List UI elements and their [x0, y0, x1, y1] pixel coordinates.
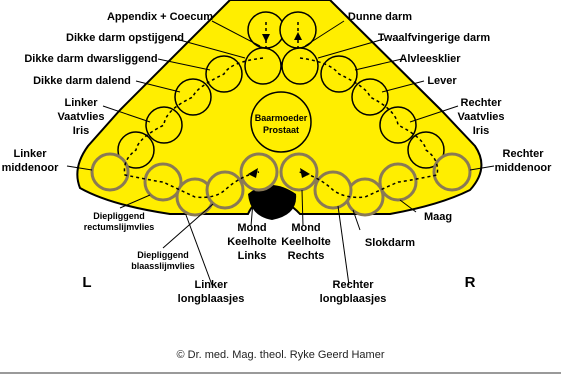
leader-lines: [66, 20, 495, 286]
svg-text:Iris: Iris: [73, 125, 90, 137]
svg-text:Iris: Iris: [473, 125, 490, 137]
label-r-middenoor: Rechter middenoor: [495, 148, 553, 174]
label-r-long: Rechter longblaasjes: [320, 279, 387, 305]
label-twaalfvinger: Twaalfvingerige darm: [378, 32, 490, 44]
label-blaas: Diepliggend blaasslijmvlies: [131, 250, 195, 271]
ring-blaas: [205, 170, 245, 210]
bottom-dark-lobe: [248, 185, 297, 220]
ring-l-vaatvlies-1: [145, 106, 183, 144]
ring-rectum: [143, 162, 183, 202]
label-l-vaatvlies: Linker Vaatvlies Iris: [57, 97, 104, 137]
svg-text:Prostaat: Prostaat: [263, 125, 299, 135]
svg-text:Baarmoeder: Baarmoeder: [255, 113, 308, 123]
label-lever: Lever: [427, 75, 457, 87]
label-maag: Maag: [424, 211, 452, 223]
svg-text:Mond: Mond: [237, 222, 266, 234]
svg-text:Linker: Linker: [64, 97, 98, 109]
copyright-notice: © Dr. med. Mag. theol. Ryke Geerd Hamer: [176, 349, 385, 361]
svg-text:Rechter: Rechter: [461, 97, 503, 109]
label-dunne-darm: Dunne darm: [348, 11, 412, 23]
svg-text:Vaatvlies: Vaatvlies: [457, 111, 504, 123]
ring-mond-r: [279, 152, 319, 192]
label-dwarsliggend: Dikke darm dwarsliggend: [24, 53, 157, 65]
svg-text:Linker: Linker: [13, 148, 47, 160]
svg-text:Mond: Mond: [291, 222, 320, 234]
svg-text:Keelholte: Keelholte: [281, 236, 331, 248]
ring-twaalfvinger: [281, 47, 319, 85]
bottom-divider: [0, 372, 561, 374]
svg-text:Diepliggend: Diepliggend: [93, 211, 145, 221]
svg-text:Vaatvlies: Vaatvlies: [57, 111, 104, 123]
label-alvleesklier: Alvleesklier: [399, 53, 461, 65]
label-l-middenoor: Linker middenoor: [2, 148, 60, 174]
ring-lever: [351, 78, 389, 116]
svg-text:Linker: Linker: [194, 279, 228, 291]
ring-r-middenoor: [432, 152, 472, 192]
side-label-left: L: [82, 274, 91, 291]
label-appendix: Appendix + Coecum: [107, 11, 213, 23]
label-mond-l: Mond Keelholte Links: [227, 222, 277, 262]
side-label-right: R: [465, 274, 476, 291]
label-baarmoeder: Baarmoeder Prostaat: [255, 113, 308, 135]
label-r-vaatvlies: Rechter Vaatvlies Iris: [457, 97, 504, 137]
svg-text:Rechter: Rechter: [333, 279, 375, 291]
svg-text:Rechter: Rechter: [503, 148, 545, 160]
label-slokdarm: Slokdarm: [365, 237, 415, 249]
svg-text:rectumslijmvlies: rectumslijmvlies: [84, 222, 155, 232]
svg-text:Links: Links: [238, 250, 267, 262]
svg-text:middenoor: middenoor: [2, 162, 60, 174]
label-l-long: Linker longblaasjes: [178, 279, 245, 305]
label-rectum: Diepliggend rectumslijmvlies: [84, 211, 155, 232]
svg-text:blaasslijmvlies: blaasslijmvlies: [131, 261, 195, 271]
flow-arrows: [248, 32, 310, 178]
svg-text:longblaasjes: longblaasjes: [320, 293, 387, 305]
svg-text:Keelholte: Keelholte: [227, 236, 277, 248]
ring-dalend: [174, 78, 212, 116]
label-mond-r: Mond Keelholte Rechts: [281, 222, 331, 262]
ring-opstijgend: [244, 47, 282, 85]
ring-baarmoeder: [250, 91, 312, 153]
svg-text:longblaasjes: longblaasjes: [178, 293, 245, 305]
svg-text:Diepliggend: Diepliggend: [137, 250, 189, 260]
svg-text:Rechts: Rechts: [288, 250, 325, 262]
label-opstijgend: Dikke darm opstijgend: [66, 32, 184, 44]
ring-r-vaatvlies-1: [379, 106, 417, 144]
svg-text:middenoor: middenoor: [495, 162, 553, 174]
ring-l-middenoor: [90, 152, 130, 192]
label-dalend: Dikke darm dalend: [33, 75, 131, 87]
